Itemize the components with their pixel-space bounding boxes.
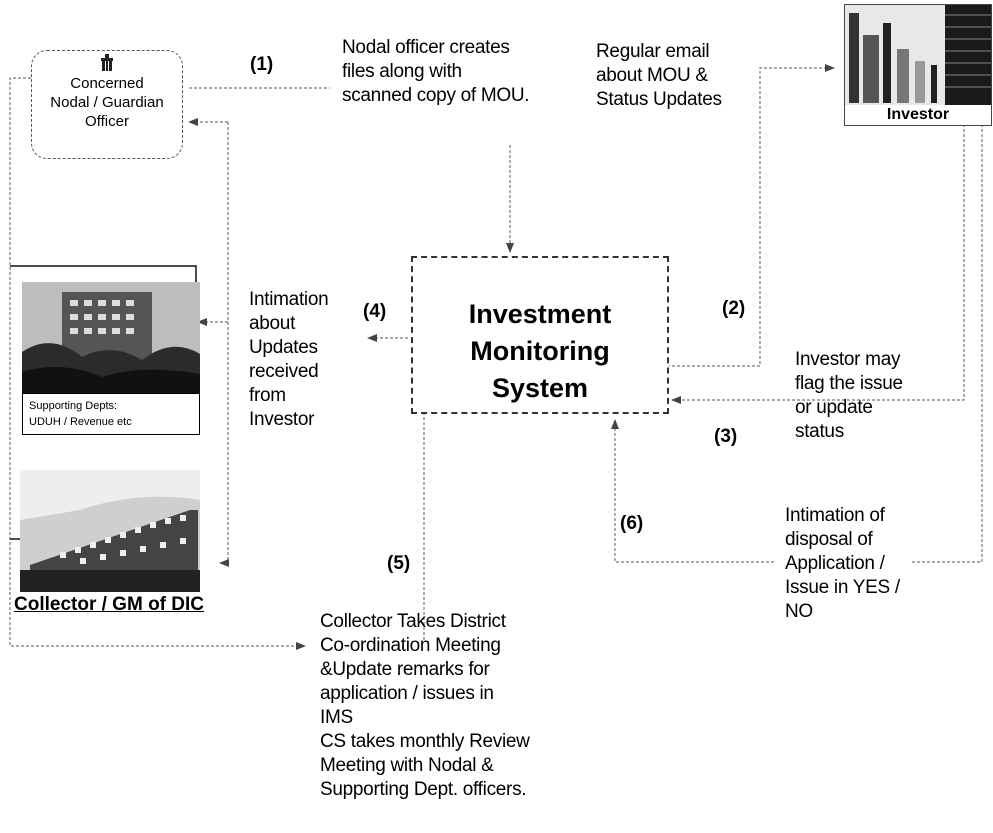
step-1-text: Nodal officer creates files along with s… [342, 37, 530, 106]
flow-5-left [9, 77, 306, 650]
step-3-text: Investor may flag the issue or update st… [795, 349, 903, 442]
flow-6-line [912, 124, 983, 563]
ims-node: Investment Monitoring System [411, 256, 669, 414]
investor-node: Investor [844, 4, 992, 126]
step-2-number: (2) [722, 298, 746, 319]
step-5-number: (5) [387, 553, 411, 574]
flow-3-line [671, 124, 965, 404]
flow-6-return [611, 419, 774, 563]
step-4-number: (4) [363, 301, 387, 322]
supporting-depts-building-image [22, 282, 200, 394]
step-4-text: Intimation about Updates received from I… [249, 289, 329, 430]
step-2-text: Regular email about MOU & Status Updates [596, 41, 722, 110]
investor-label: Investor [845, 105, 991, 125]
collector-node [20, 470, 200, 592]
emblem-icon [101, 54, 113, 71]
flow-2-line [667, 64, 835, 367]
nodal-officer-label: Concerned Nodal / Guardian Officer [50, 75, 164, 130]
investor-building-image [845, 5, 991, 105]
step-6-number: (6) [620, 513, 644, 534]
step-6-text: Intimation of disposal of Application / … [785, 505, 900, 622]
supporting-depts-image [22, 282, 200, 394]
step-1-number: (1) [250, 54, 274, 75]
ims-label: Investment Monitoring System [468, 299, 612, 403]
nodal-officer-node: Concerned Nodal / Guardian Officer [31, 50, 183, 159]
collector-building-image [20, 470, 200, 592]
collector-label: Collector / GM of DIC [14, 594, 204, 615]
step-3-number: (3) [714, 426, 738, 447]
supporting-depts-label: Supporting Depts: UDUH / Revenue etc [22, 393, 200, 435]
step-5-text: Collector Takes District Co-ordination M… [320, 611, 530, 800]
